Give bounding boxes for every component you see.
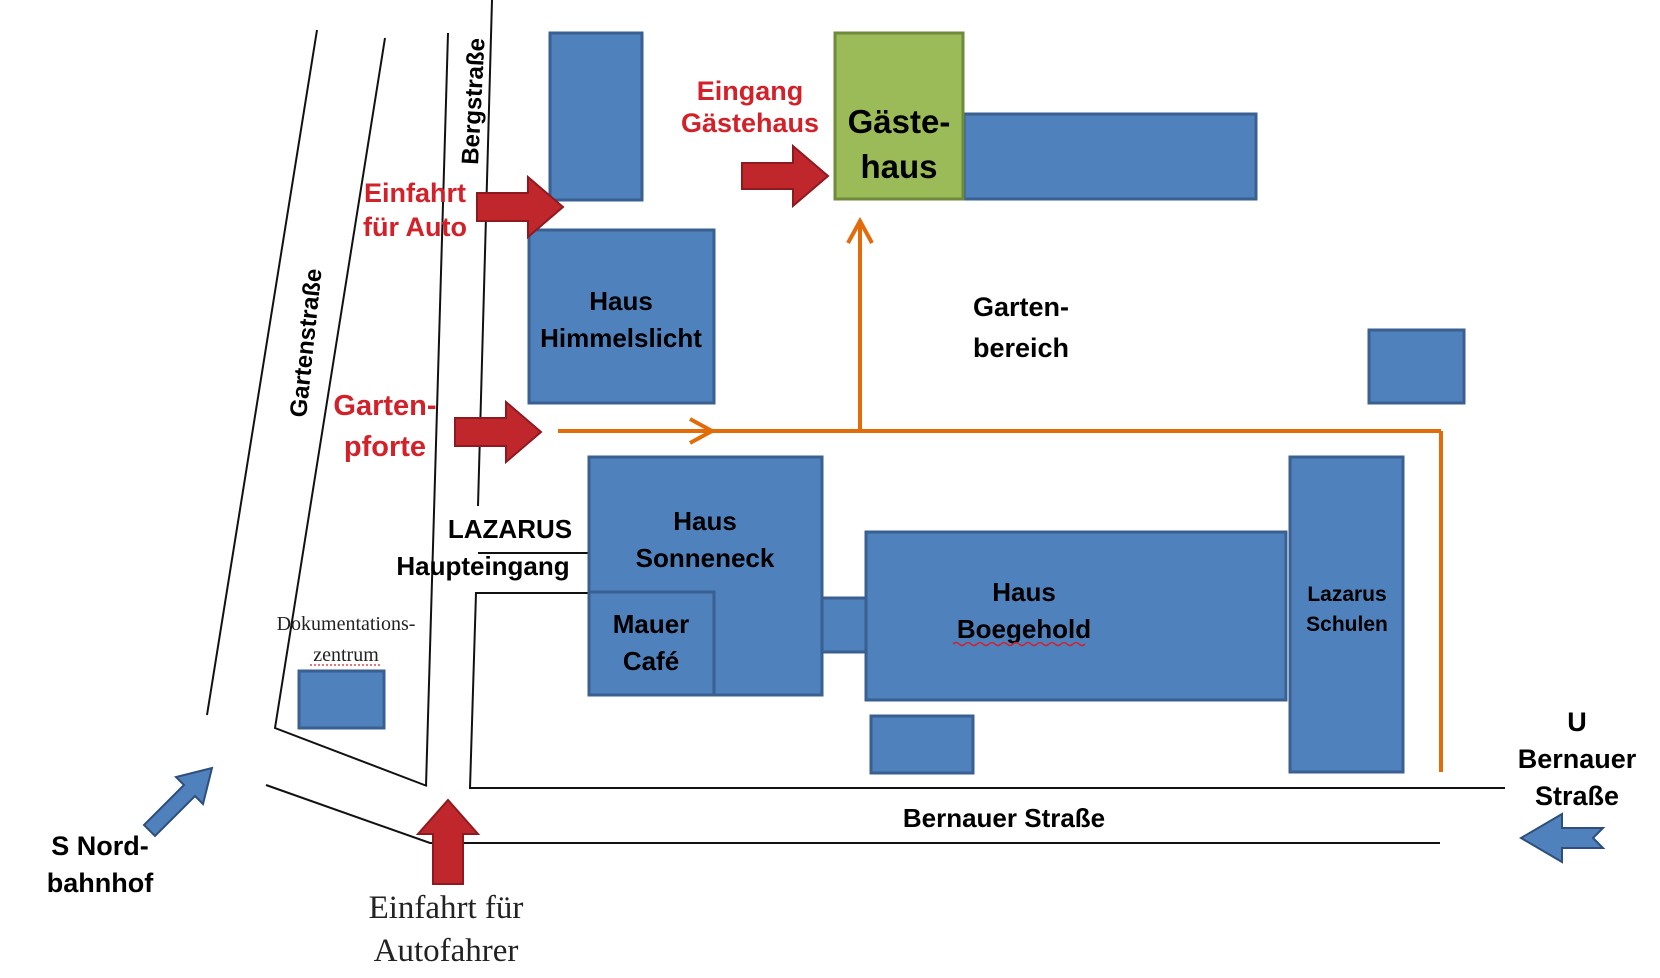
path-arrowhead-east — [689, 417, 717, 445]
building-north-annex — [548, 31, 644, 202]
label-mauer-cafe-line2: Café — [623, 646, 679, 676]
area-labels: Garten- bereich Dokumentations- zentrum — [277, 292, 1069, 666]
label-bahnhof: bahnhof — [47, 868, 154, 898]
label-mauer-cafe-line1: Mauer — [613, 609, 690, 639]
building-dokumentationszentrum — [297, 669, 386, 730]
label-dokumentationszentrum-line1: Dokumentations- — [277, 613, 416, 635]
label-fuer-auto: für Auto — [363, 212, 467, 242]
street-label-bernauer-strasse: Bernauer Straße — [903, 803, 1105, 833]
site-boundary — [468, 592, 1505, 789]
label-lazarus-schulen-line2: Schulen — [1306, 613, 1388, 636]
label-s-nord: S Nord- — [51, 831, 149, 861]
building-lazarus-schulen — [1288, 455, 1405, 774]
label-einfahrt-fuer: Einfahrt für — [369, 890, 524, 926]
label-gaeste: Gäste- — [848, 103, 951, 140]
label-strasse: Straße — [1535, 781, 1619, 811]
building-east-wing — [962, 112, 1258, 201]
label-einfahrt: Einfahrt — [364, 178, 466, 208]
street-label-bergstrasse: Bergstraße — [457, 37, 491, 165]
buildings — [297, 31, 1466, 775]
path-arrowhead-north — [846, 216, 874, 244]
label-haupteingang: Haupteingang — [396, 551, 569, 581]
label-boegehold-line1: Haus — [992, 577, 1056, 607]
spellcheck-underline — [952, 641, 1086, 647]
arrow-gartenpforte-icon — [454, 399, 543, 465]
street-label-gartenstrasse: Gartenstraße — [285, 267, 327, 418]
entrance-arrows — [415, 143, 830, 885]
building-himmelslicht — [527, 228, 716, 405]
roads — [206, 0, 1505, 844]
label-lazarus: LAZARUS — [448, 514, 572, 544]
gartenstrasse-left-edge — [206, 29, 318, 716]
arrow-u-bernauer-icon — [1519, 812, 1606, 864]
label-haus-gaeste: haus — [860, 148, 937, 185]
label-gaestehaus-entrance: Gästehaus — [681, 108, 819, 138]
label-bernauer: Bernauer — [1518, 744, 1637, 774]
building-small-south — [869, 714, 975, 775]
label-eingang: Eingang — [697, 76, 804, 106]
label-garten-pforte-line2: pforte — [344, 431, 426, 463]
bernauer-strasse-south-edge — [265, 784, 1440, 844]
building-connector — [820, 596, 874, 654]
label-sonneneck-line2: Sonneneck — [636, 543, 775, 573]
building-mauer-cafe — [587, 590, 716, 697]
transit-labels: S Nord- bahnhof U Bernauer Straße — [47, 707, 1637, 898]
arrow-s-nordbahnhof-icon — [142, 766, 214, 838]
gartenstrasse-right-edge — [273, 37, 428, 787]
arrow-eingang-gaestehaus-icon — [741, 143, 830, 209]
label-himmelslicht-line2: Himmelslicht — [540, 323, 702, 353]
walking-path — [558, 216, 1443, 772]
label-gartenbereich-line1: Garten- — [973, 292, 1069, 322]
building-small-east — [1367, 328, 1466, 405]
label-sonneneck-line1: Haus — [673, 506, 737, 536]
label-gartenbereich-line2: bereich — [973, 333, 1069, 363]
label-boegehold-line2: Boegehold — [957, 614, 1091, 644]
arrow-einfahrt-autofahrer-icon — [415, 798, 481, 885]
bergstrasse-left-edge — [425, 32, 449, 787]
label-autofahrer: Autofahrer — [374, 933, 519, 969]
label-lazarus-schulen-line1: Lazarus — [1307, 583, 1386, 606]
entrance-labels: Eingang Gästehaus Einfahrt für Auto Gart… — [333, 76, 819, 969]
label-u: U — [1567, 707, 1587, 737]
building-gaestehaus — [833, 31, 965, 201]
label-garten-pforte-line1: Garten- — [333, 390, 436, 422]
label-himmelslicht-line1: Haus — [589, 286, 653, 316]
transit-arrows — [142, 766, 1606, 864]
building-boegehold — [864, 530, 1288, 702]
label-dokumentationszentrum-line2: zentrum — [313, 644, 379, 666]
arrow-einfahrt-auto-icon — [476, 174, 565, 240]
building-labels: Gäste- haus Haus Himmelslicht Haus Sonne… — [540, 103, 1388, 676]
